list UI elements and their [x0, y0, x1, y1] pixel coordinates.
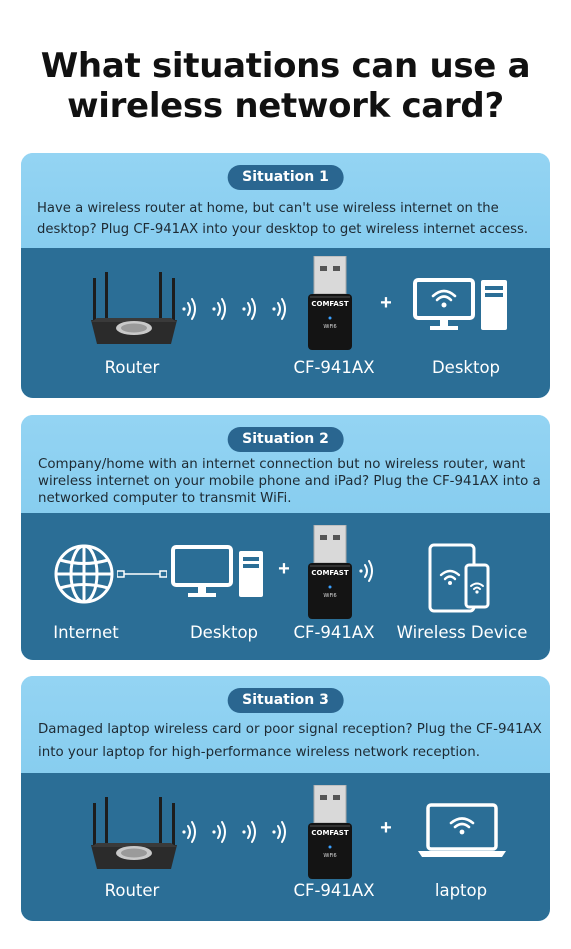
label-wireless-device: Wireless Device: [396, 623, 528, 642]
situation-card-1-diagram: COMFAST WiFi6 + Router CF-941AX Desktop: [21, 248, 550, 398]
device-brand: COMFAST: [311, 569, 349, 577]
description-line: wireless internet on your mobile phone a…: [38, 474, 541, 489]
situation-description-2: Company/home with an internet connection…: [38, 456, 542, 507]
signal-waves-icon: [359, 560, 373, 582]
situation-badge-2: Situation 2: [227, 427, 344, 452]
description-line: Have a wireless router at home, but can'…: [37, 201, 499, 216]
usb-adapter-icon: COMFAST WiFi6: [306, 255, 354, 350]
page-title-line-1: What situations can use a: [40, 46, 531, 86]
laptop-icon: [418, 803, 506, 857]
situation-badge-1: Situation 1: [227, 165, 344, 190]
usb-adapter-icon: COMFAST WiFi6: [306, 524, 354, 619]
plus-sign: +: [380, 292, 392, 314]
signal-waves-icon: [182, 298, 286, 320]
situation-card-3: Situation 3 Damaged laptop wireless card…: [21, 676, 550, 921]
desktop-icon: [171, 545, 263, 597]
situation-description-1: Have a wireless router at home, but can'…: [37, 198, 542, 240]
label-adapter: CF-941AX: [293, 881, 375, 900]
situation-badge-3: Situation 3: [227, 688, 344, 713]
usb-adapter-icon: COMFAST WiFi6: [306, 784, 354, 879]
description-line: desktop? Plug CF-941AX into your desktop…: [37, 222, 529, 237]
situation-card-1-header: Situation 1 Have a wireless router at ho…: [21, 153, 550, 248]
situation-card-2-header: Situation 2 Company/home with an interne…: [21, 415, 550, 513]
device-badge: WiFi6: [323, 853, 337, 859]
router-icon: [91, 272, 177, 344]
device-badge: WiFi6: [323, 593, 337, 599]
label-router: Router: [104, 881, 160, 900]
description-line: Company/home with an internet connection…: [38, 457, 526, 472]
label-internet: Internet: [53, 623, 119, 642]
label-adapter: CF-941AX: [293, 358, 375, 377]
label-adapter: CF-941AX: [293, 623, 375, 642]
situation-card-2-diagram: + COMFAST WiFi6: [21, 513, 550, 660]
situation-card-1: Situation 1 Have a wireless router at ho…: [21, 153, 550, 398]
label-router: Router: [104, 358, 160, 377]
situation-card-3-header: Situation 3 Damaged laptop wireless card…: [21, 676, 550, 773]
description-line: into your laptop for high-performance wi…: [38, 745, 480, 760]
router-icon: [91, 797, 177, 869]
label-desktop: Desktop: [189, 623, 259, 642]
device-brand: COMFAST: [311, 300, 349, 308]
label-desktop: Desktop: [431, 358, 501, 377]
device-badge: WiFi6: [323, 324, 337, 330]
cable-icon: [117, 570, 167, 578]
plus-sign: +: [278, 558, 290, 580]
plus-sign: +: [380, 817, 392, 839]
situation-card-3-diagram: COMFAST WiFi6 + Router CF-941AX laptop: [21, 773, 550, 921]
situation-description-3: Damaged laptop wireless card or poor sig…: [38, 718, 542, 764]
device-brand: COMFAST: [311, 829, 349, 837]
wireless-device-icon: [428, 543, 490, 613]
desktop-icon: [413, 278, 507, 330]
globe-icon: [54, 544, 114, 604]
description-line: networked computer to transmit WiFi.: [38, 491, 292, 506]
signal-waves-icon: [182, 821, 286, 843]
page-title-line-2: wireless network card?: [67, 86, 504, 126]
page-title: What situations can use a wireless netwo…: [0, 46, 571, 126]
label-laptop: laptop: [434, 881, 488, 900]
description-line: Damaged laptop wireless card or poor sig…: [38, 722, 542, 737]
situation-card-2: Situation 2 Company/home with an interne…: [21, 415, 550, 660]
